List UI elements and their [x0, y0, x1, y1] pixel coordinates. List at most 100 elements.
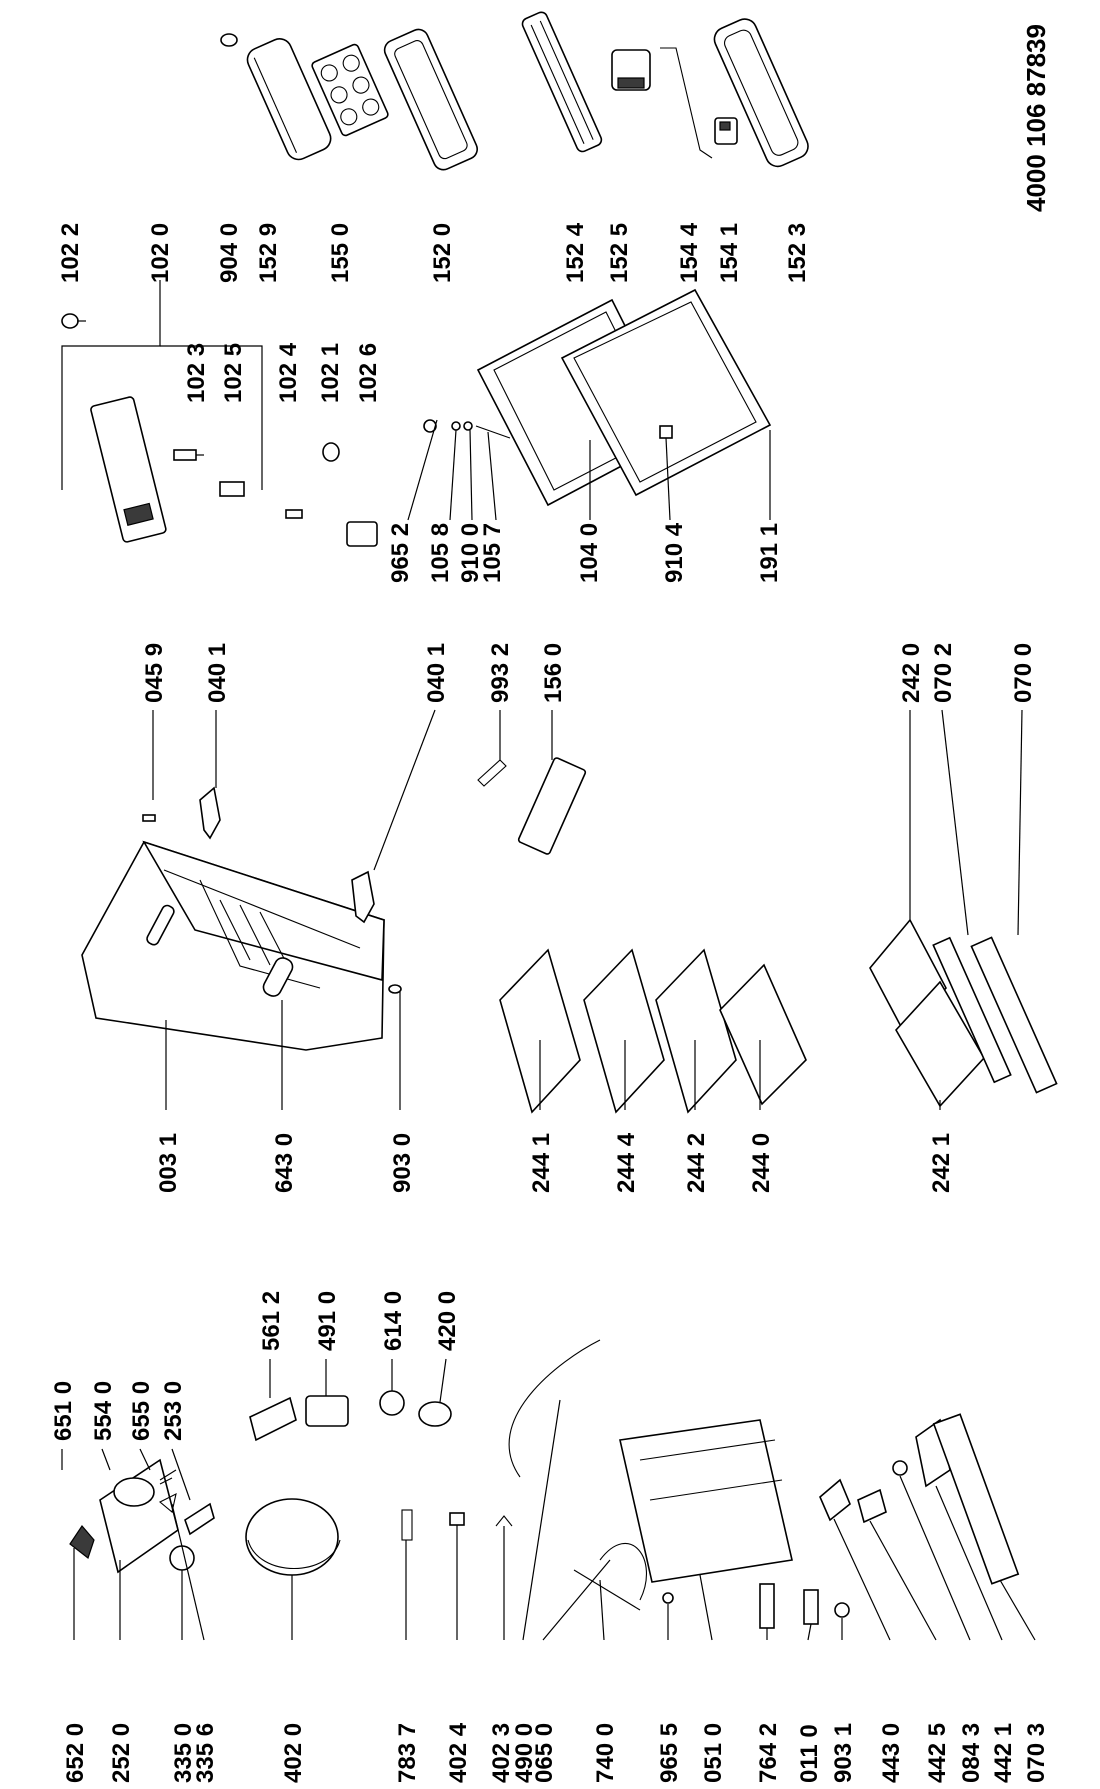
part-051-0-drawing [619, 1419, 793, 1583]
part-965-2-drawing [423, 419, 437, 433]
machine-group [61, 1339, 1036, 1641]
label-070-2: 070 2 [930, 643, 957, 703]
part-155-0-drawing [311, 43, 389, 137]
label-420-0: 420 0 [434, 1291, 461, 1351]
part-652-0-drawing [69, 1525, 95, 1559]
label-244-0: 244 0 [748, 1133, 775, 1193]
label-764-2: 764 2 [755, 1723, 782, 1783]
label-244-1: 244 1 [528, 1133, 555, 1193]
part-904-0-drawing [220, 33, 238, 47]
label-554-0: 554 0 [90, 1381, 117, 1441]
part-402-0-drawing [245, 1498, 341, 1576]
part-783-7-drawing [401, 1509, 413, 1541]
label-065-0: 065 0 [531, 1723, 558, 1783]
part-152-4-drawing [521, 11, 603, 153]
label-252-0: 252 0 [108, 1723, 135, 1783]
part-335-6-drawing [159, 1492, 177, 1514]
label-102-4: 102 4 [275, 342, 302, 403]
label-965-5: 965 5 [656, 1723, 683, 1783]
part-910-0-drawing [463, 421, 473, 431]
label-102-5: 102 5 [220, 343, 247, 403]
label-152-9: 152 9 [255, 223, 282, 283]
part-244-4-drawing [583, 948, 665, 1114]
label-152-3: 152 3 [784, 223, 811, 283]
part-442-5-drawing [857, 1488, 887, 1524]
label-105-8: 105 8 [427, 523, 454, 583]
label-070-3: 070 3 [1023, 1723, 1050, 1783]
part-993-2-drawing [477, 759, 507, 787]
label-253-0: 253 0 [160, 1381, 187, 1441]
label-910-4: 910 4 [661, 522, 688, 583]
part-244-2-drawing [655, 948, 737, 1114]
label-652-0: 652 0 [62, 1723, 89, 1783]
part-244-1-drawing [499, 948, 581, 1114]
part-335-0-drawing [169, 1545, 195, 1571]
label-335-0: 335 0 [170, 1723, 197, 1783]
label-244-2: 244 2 [683, 1133, 710, 1193]
label-335-6: 335 6 [192, 1723, 219, 1783]
part-070-3-drawing [932, 1413, 1020, 1585]
door-frame-group [407, 288, 772, 521]
part-420-0-drawing [418, 1401, 452, 1427]
door-handle-group [61, 280, 378, 547]
part-102-3-drawing [173, 449, 197, 461]
label-561-2: 561 2 [258, 1291, 285, 1351]
label-152-5: 152 5 [606, 223, 633, 283]
label-045-9: 045 9 [141, 643, 168, 703]
label-910-0: 910 0 [457, 523, 484, 583]
label-040-1-top: 040 1 [204, 643, 231, 703]
label-490-0: 490 0 [511, 1723, 538, 1783]
label-154-1: 154 1 [716, 223, 743, 283]
label-011-0: 011 0 [796, 1724, 823, 1783]
part-491-0-drawing [305, 1395, 349, 1427]
label-102-1: 102 1 [317, 343, 344, 403]
label-152-0: 152 0 [429, 223, 456, 283]
label-904-0: 904 0 [216, 223, 243, 283]
part-105-8-drawing [451, 421, 461, 431]
part-740-0-drawing [573, 1569, 641, 1611]
part-156-0-drawing [517, 757, 587, 855]
part-152-3-drawing [713, 18, 809, 168]
part-152-0-drawing [383, 28, 478, 171]
label-402-0: 402 0 [280, 1723, 307, 1783]
part-045-9-drawing [142, 814, 156, 822]
label-244-4: 244 4 [613, 1132, 640, 1193]
label-442-1: 442 1 [990, 1723, 1017, 1783]
part-102-6-drawing [346, 521, 378, 547]
cabinet-group [81, 709, 1058, 1114]
part-443-0-drawing [819, 1478, 851, 1522]
part-011-0-drawing [803, 1589, 819, 1625]
label-104-0: 104 0 [576, 523, 603, 583]
label-155-0: 155 0 [327, 223, 354, 283]
label-242-0: 242 0 [898, 643, 925, 703]
part-614-0-drawing [379, 1390, 405, 1416]
label-442-5: 442 5 [924, 1723, 951, 1783]
label-643-0: 643 0 [271, 1133, 298, 1193]
door-shelves-group [220, 11, 809, 171]
label-102-0: 102 0 [147, 223, 174, 283]
label-965-2: 965 2 [387, 523, 414, 583]
label-156-0: 156 0 [540, 643, 567, 703]
label-040-1-bottom: 040 1 [423, 643, 450, 703]
label-993-2: 993 2 [487, 643, 514, 703]
label-402-3: 402 3 [488, 1723, 515, 1783]
part-490-0-drawing [508, 1339, 601, 1478]
part-105-7-drawing [475, 425, 511, 439]
label-102-2: 102 2 [57, 223, 84, 283]
part-910-4-drawing [659, 425, 673, 439]
document-number: 4000 106 87839 [1021, 24, 1051, 212]
label-443-0: 443 0 [878, 1723, 905, 1783]
label-903-0: 903 0 [389, 1133, 416, 1193]
label-070-0: 070 0 [1010, 643, 1037, 703]
part-065-0-drawing [599, 1542, 648, 1601]
part-102-1-drawing [322, 442, 340, 462]
part-903-0-drawing [388, 984, 402, 994]
part-152-5-drawing [611, 49, 651, 91]
part-965-5-drawing [662, 1592, 674, 1604]
part-244-0-drawing [719, 963, 807, 1106]
label-402-4: 402 4 [445, 1722, 472, 1783]
part-651-0-drawing [159, 1469, 177, 1481]
label-152-4: 152 4 [562, 222, 589, 283]
part-084-3-drawing [892, 1460, 908, 1476]
